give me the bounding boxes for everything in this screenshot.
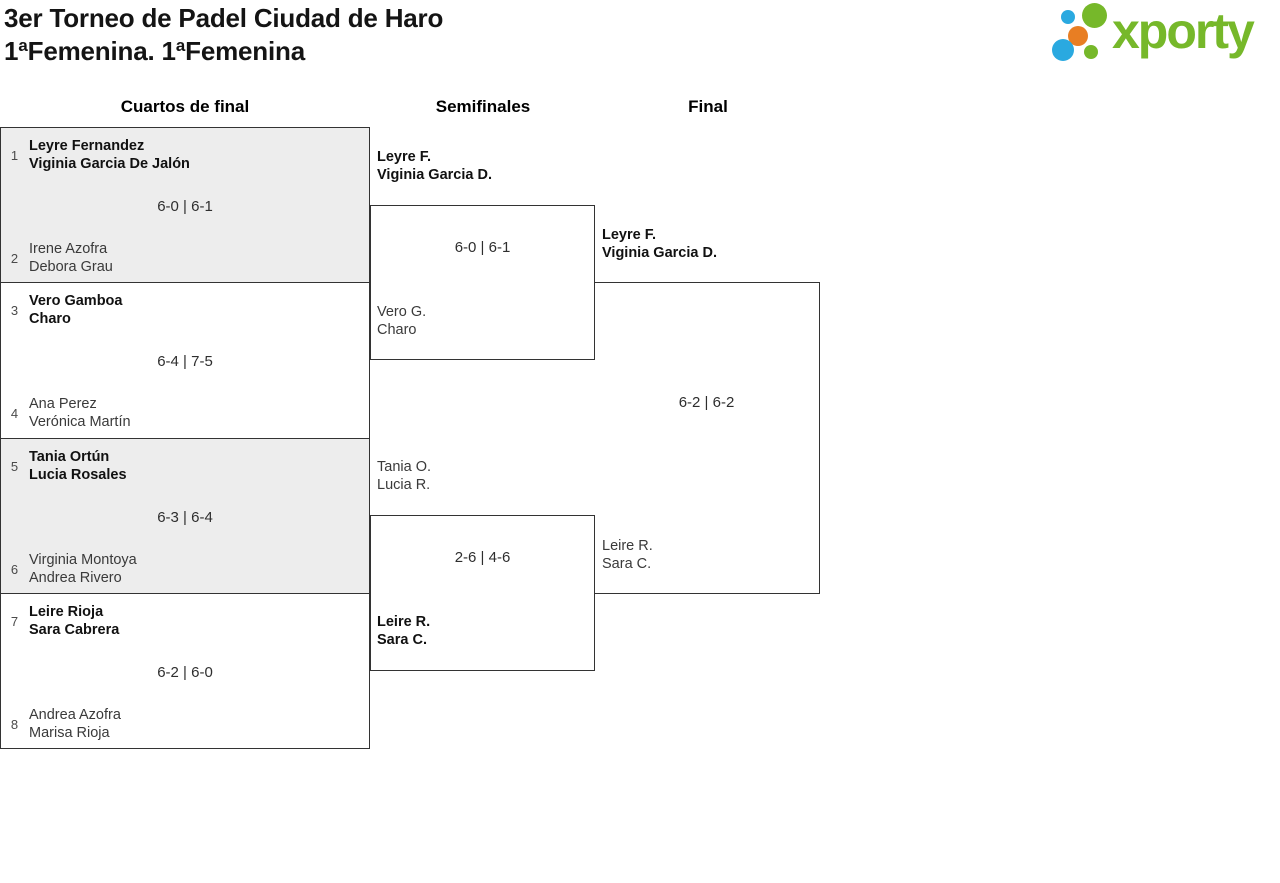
round-header-final: Final [688, 97, 728, 116]
player-name: Sara Cabrera [29, 622, 120, 638]
player-name: Vero Gamboa [29, 293, 123, 309]
player-name: Virginia Montoya [29, 552, 137, 568]
player-name: Andrea Azofra [29, 707, 121, 723]
team-row: 7 Leire Rioja Sara Cabrera [9, 603, 119, 639]
team-names: Tania O. Lucia R. [377, 458, 431, 494]
match-score: 6-2 | 6-2 [678, 394, 735, 411]
player-name: Charo [29, 311, 71, 327]
tournament-name: 3er Torneo de Padel Ciudad de Haro [4, 3, 444, 33]
seed-number: 3 [10, 302, 19, 318]
seed-number: 2 [10, 250, 19, 266]
player-name: Viginia Garcia D. [377, 167, 492, 183]
player-name: Leyre Fernandez [29, 138, 145, 154]
match-score: 6-4 | 7-5 [157, 353, 213, 370]
player-name: Leire R. [602, 538, 653, 554]
player-name: Leyre F. [602, 227, 656, 243]
team-names: Vero G. Charo [377, 303, 426, 339]
category-name: 1ªFemenina. 1ªFemenina [4, 36, 305, 66]
seed-number: 4 [10, 405, 19, 421]
xporty-logo[interactable]: xporty [1048, 0, 1278, 68]
match-final[interactable]: 6-2 | 6-2 [594, 282, 820, 594]
team-names: Andrea Azofra Marisa Rioja [29, 706, 121, 742]
team-names: Leyre F. Viginia Garcia D. [377, 148, 492, 184]
seed-number: 5 [10, 458, 19, 474]
player-name: Lucia Rosales [29, 467, 127, 483]
match-score: 6-2 | 6-0 [157, 664, 213, 681]
team-names: Leire Rioja Sara Cabrera [29, 603, 119, 639]
team-row: 1 Leyre Fernandez Viginia Garcia De Jaló… [9, 137, 190, 173]
round-header-quarterfinals: Cuartos de final [120, 97, 250, 116]
player-name: Leire R. [377, 614, 431, 630]
match-score: 6-3 | 6-4 [157, 509, 213, 526]
player-name: Andrea Rivero [29, 570, 122, 586]
seed-number: 8 [10, 716, 19, 732]
match-quarterfinal-2[interactable]: 3 Vero Gamboa Charo 6-4 | 7-5 4 Ana Pere… [0, 282, 370, 439]
team-row: 6 Virginia Montoya Andrea Rivero [9, 551, 137, 587]
match-score: 6-0 | 6-1 [157, 198, 213, 215]
seed-number: 6 [10, 561, 19, 577]
player-name: Debora Grau [29, 259, 113, 275]
team-names: Tania Ortún Lucia Rosales [29, 448, 127, 484]
page-title: 3er Torneo de Padel Ciudad de Haro 1ªFem… [4, 2, 443, 68]
team-names: Leire R. Sara C. [602, 537, 653, 573]
logo-dot-orange-icon [1068, 26, 1088, 46]
player-name: Vero G. [377, 304, 427, 320]
match-quarterfinal-3[interactable]: 5 Tania Ortún Lucia Rosales 6-3 | 6-4 6 … [0, 438, 370, 594]
player-name: Tania Ortún [29, 449, 110, 465]
player-name: Viginia Garcia De Jalón [29, 156, 190, 172]
player-name: Tania O. [377, 459, 431, 475]
team-names: Vero Gamboa Charo [29, 292, 122, 328]
seed-number: 7 [10, 613, 19, 629]
seed-number: 1 [10, 147, 19, 163]
player-name: Sara C. [377, 632, 427, 648]
logo-wordmark: xporty [1112, 3, 1255, 59]
player-name: Viginia Garcia D. [602, 245, 717, 261]
team-names: Irene Azofra Debora Grau [29, 240, 113, 276]
logo-dot-blue-big-icon [1052, 39, 1074, 61]
team-row: 2 Irene Azofra Debora Grau [9, 240, 113, 276]
logo-dot-green-small-icon [1084, 45, 1098, 59]
team-names: Leyre Fernandez Viginia Garcia De Jalón [29, 137, 190, 173]
team-names: Leyre F. Viginia Garcia D. [602, 226, 717, 262]
logo-dot-blue-small-icon [1061, 10, 1075, 24]
team-row: 3 Vero Gamboa Charo [9, 292, 123, 328]
player-name: Charo [377, 322, 417, 338]
round-header-semifinals: Semifinales [435, 97, 531, 116]
match-quarterfinal-4[interactable]: 7 Leire Rioja Sara Cabrera 6-2 | 6-0 8 A… [0, 593, 370, 749]
match-quarterfinal-1[interactable]: 1 Leyre Fernandez Viginia Garcia De Jaló… [0, 127, 370, 283]
player-name: Marisa Rioja [29, 725, 110, 741]
team-row: 8 Andrea Azofra Marisa Rioja [9, 706, 121, 742]
player-name: Verónica Martín [29, 414, 131, 430]
player-name: Leire Rioja [29, 604, 104, 620]
match-score: 2-6 | 4-6 [454, 549, 511, 566]
player-name: Ana Perez [29, 396, 97, 412]
player-name: Lucia R. [377, 477, 431, 493]
player-name: Leyre F. [377, 149, 431, 165]
team-names: Virginia Montoya Andrea Rivero [29, 551, 137, 587]
logo-dot-green-big-icon [1082, 3, 1107, 28]
match-score: 6-0 | 6-1 [454, 239, 511, 256]
team-names: Ana Perez Verónica Martín [29, 395, 131, 431]
team-row: 5 Tania Ortún Lucia Rosales [9, 448, 127, 484]
player-name: Irene Azofra [29, 241, 108, 257]
player-name: Sara C. [602, 556, 652, 572]
team-names: Leire R. Sara C. [377, 613, 430, 649]
team-row: 4 Ana Perez Verónica Martín [9, 395, 131, 431]
